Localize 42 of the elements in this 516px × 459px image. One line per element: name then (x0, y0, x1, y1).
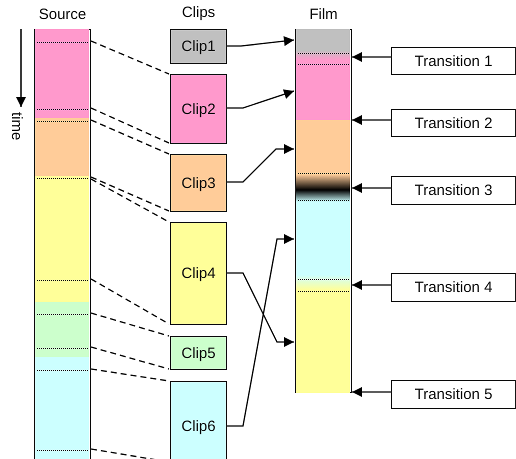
dashed-line (90, 40, 170, 75)
transition-box: Transition 1 (391, 47, 516, 75)
transition-box: Transition 4 (391, 273, 516, 302)
arrow (227, 144, 294, 183)
color-segment (35, 118, 89, 176)
color-segment (296, 190, 350, 290)
arrow (227, 272, 294, 347)
clip-box: Clip3 (170, 154, 227, 212)
color-segment (35, 28, 89, 118)
arrow (352, 280, 391, 290)
arrow (352, 115, 391, 125)
arrow (352, 183, 391, 193)
clip-box: Clip5 (170, 336, 227, 370)
color-segment (296, 120, 350, 190)
axis-label: time (9, 112, 24, 140)
column-heading: Clips (180, 4, 216, 21)
dashed-line (90, 107, 170, 144)
arrow (227, 234, 294, 427)
transition-box: Transition 5 (391, 380, 516, 409)
color-segment (35, 302, 89, 356)
arrow (352, 387, 391, 397)
clip-box: Clip4 (170, 222, 227, 325)
column-heading: Film (308, 6, 339, 23)
clip-box: Clip2 (170, 74, 227, 144)
dashed-line (90, 312, 170, 337)
dashed-line (90, 176, 170, 212)
clip-box: Clip6 (170, 381, 227, 459)
arrow (227, 36, 294, 47)
transition-box: Transition 3 (391, 176, 516, 205)
color-segment (35, 356, 89, 458)
clip-box: Clip1 (170, 29, 227, 64)
dashed-line (90, 119, 170, 155)
color-segment (296, 290, 350, 392)
dashed-line (90, 346, 170, 370)
column-heading: Source (38, 6, 88, 23)
arrow (352, 52, 391, 62)
color-segment (296, 28, 350, 60)
arrow (227, 89, 294, 109)
dashed-line (90, 178, 170, 223)
color-segment (296, 60, 350, 120)
transition-box: Transition 2 (391, 109, 516, 137)
color-segment (35, 176, 89, 302)
